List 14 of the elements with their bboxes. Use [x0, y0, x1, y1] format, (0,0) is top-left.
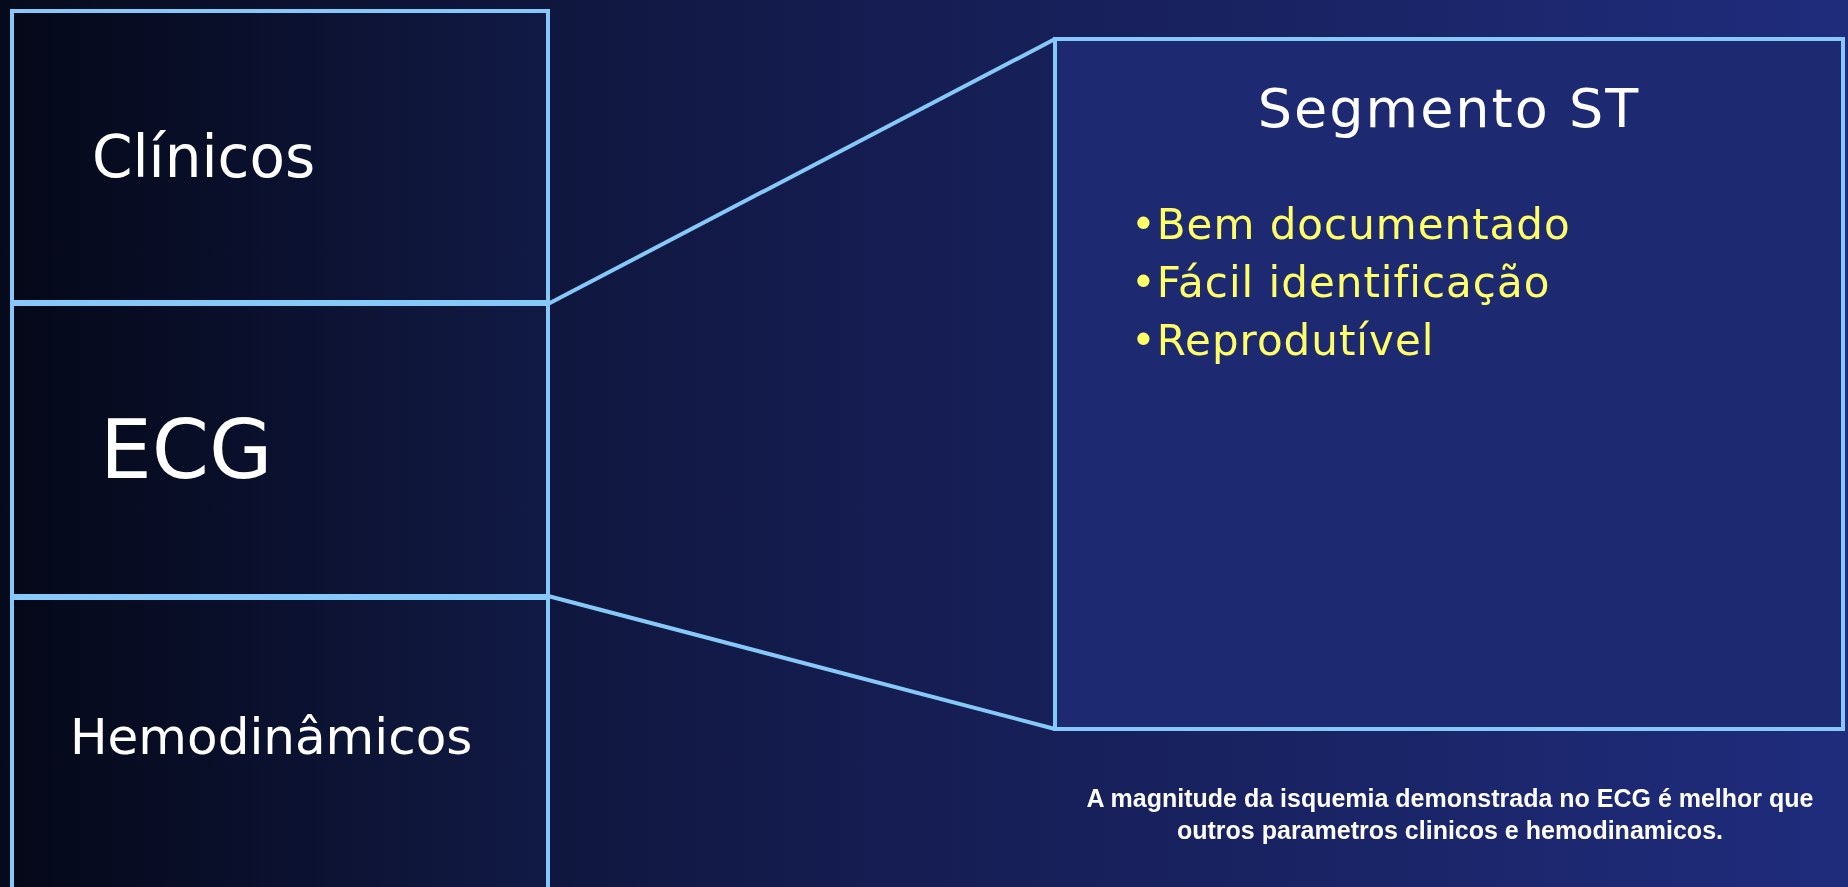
connector-line — [547, 37, 1056, 306]
bullet-item: •Reprodutível — [1131, 315, 1436, 367]
panel-title: Segmento ST — [1256, 77, 1642, 140]
category-label: Hemodinâmicos — [70, 708, 474, 766]
category-label: ECG — [100, 402, 274, 497]
bullet-item: •Fácil identificação — [1131, 257, 1552, 309]
bullet-item: •Bem documentado — [1131, 199, 1572, 251]
connector-line — [547, 594, 1056, 731]
detail-panel — [1053, 37, 1845, 731]
category-box — [10, 596, 550, 887]
category-label: Clínicos — [92, 123, 317, 191]
category-box — [10, 9, 550, 304]
caption: A magnitude da isquemia demonstrada no ECG é melhor que outros parametros clinicos e hemodinamicos. — [1085, 783, 1815, 846]
category-box — [10, 302, 550, 598]
